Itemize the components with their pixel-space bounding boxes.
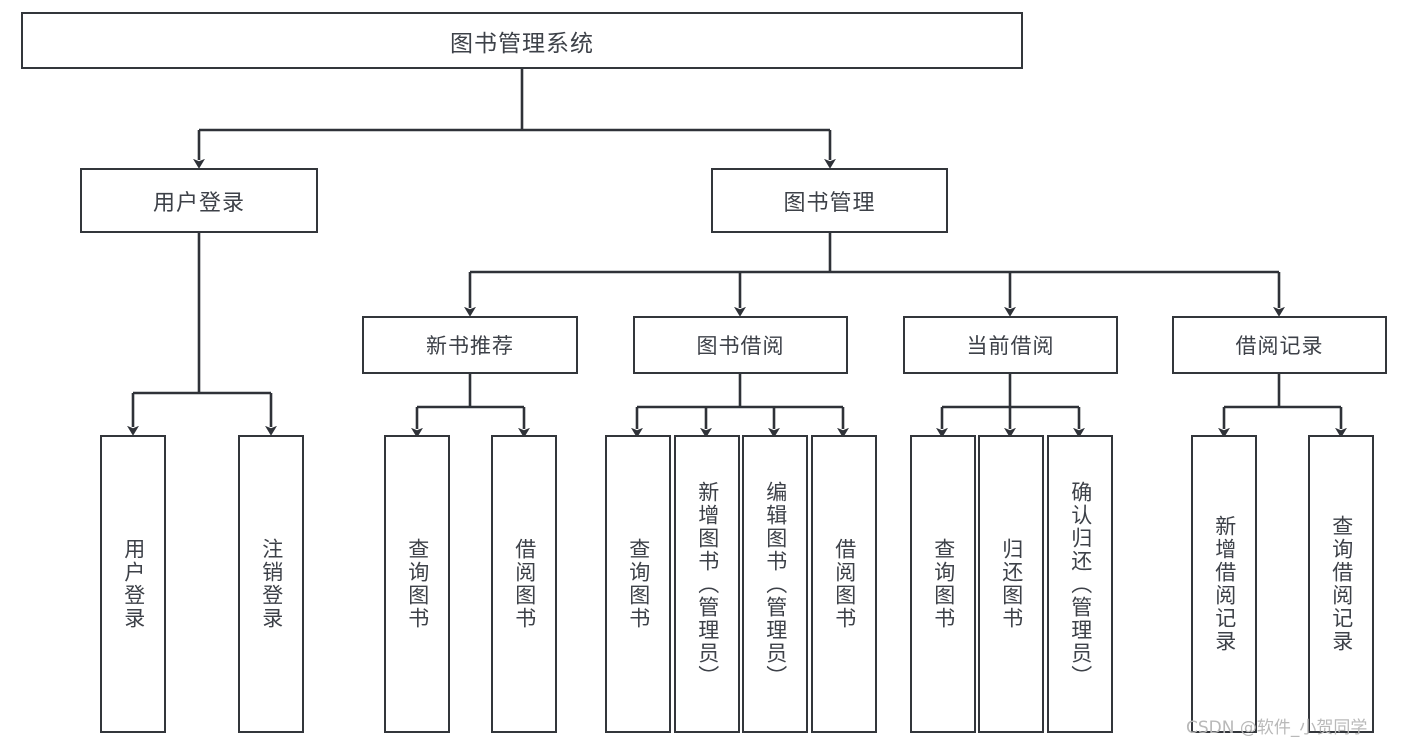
node-leaf-add-book-admin[interactable]: 新增图书（管理员）	[674, 435, 740, 733]
node-leaf-logout[interactable]: 注销登录	[238, 435, 304, 733]
node-label: 借阅记录	[1235, 334, 1324, 358]
node-label: 用户登录	[152, 190, 245, 216]
node-leaf-query-book-current[interactable]: 查询图书	[910, 435, 976, 733]
node-label: 新增图书（管理员）	[695, 480, 720, 688]
watermark-text: CSDN @软件_小贺同学	[1186, 718, 1368, 738]
node-label: 编辑图书（管理员）	[763, 480, 788, 688]
node-leaf-query-borrow-record[interactable]: 查询借阅记录	[1308, 435, 1374, 733]
node-label: 查询图书	[405, 538, 430, 630]
node-borrow-records[interactable]: 借阅记录	[1172, 316, 1387, 374]
node-label: 归还图书	[999, 538, 1024, 630]
node-root-book-management-system[interactable]: 图书管理系统	[21, 12, 1023, 69]
node-label: 图书管理	[783, 190, 876, 216]
node-leaf-query-book-borrow[interactable]: 查询图书	[605, 435, 671, 733]
node-user-login[interactable]: 用户登录	[80, 168, 318, 233]
node-leaf-query-book-recommend[interactable]: 查询图书	[384, 435, 450, 733]
node-current-borrow[interactable]: 当前借阅	[903, 316, 1118, 374]
node-leaf-borrow-book-recommend[interactable]: 借阅图书	[491, 435, 557, 733]
node-label: 查询图书	[931, 538, 956, 630]
node-label: 借阅图书	[512, 538, 537, 630]
node-book-management[interactable]: 图书管理	[711, 168, 948, 233]
node-leaf-user-login[interactable]: 用户登录	[100, 435, 166, 733]
node-leaf-add-borrow-record[interactable]: 新增借阅记录	[1191, 435, 1257, 733]
node-label: 图书管理系统	[450, 30, 594, 57]
node-label: 新增借阅记录	[1212, 515, 1237, 653]
node-label: 新书推荐	[426, 334, 514, 358]
node-new-book-recommend[interactable]: 新书推荐	[362, 316, 578, 374]
node-label: 注销登录	[259, 538, 284, 630]
node-label: 用户登录	[121, 538, 146, 630]
node-book-borrow[interactable]: 图书借阅	[633, 316, 848, 374]
node-label: 借阅图书	[832, 538, 857, 630]
node-leaf-borrow-book[interactable]: 借阅图书	[811, 435, 877, 733]
node-label: 当前借阅	[966, 334, 1055, 358]
node-label: 确认归还（管理员）	[1068, 480, 1093, 688]
node-leaf-confirm-return-admin[interactable]: 确认归还（管理员）	[1047, 435, 1113, 733]
node-label: 查询借阅记录	[1329, 515, 1354, 653]
node-label: 查询图书	[626, 538, 651, 630]
node-leaf-edit-book-admin[interactable]: 编辑图书（管理员）	[742, 435, 808, 733]
node-label: 图书借阅	[696, 334, 785, 358]
node-leaf-return-book[interactable]: 归还图书	[978, 435, 1044, 733]
